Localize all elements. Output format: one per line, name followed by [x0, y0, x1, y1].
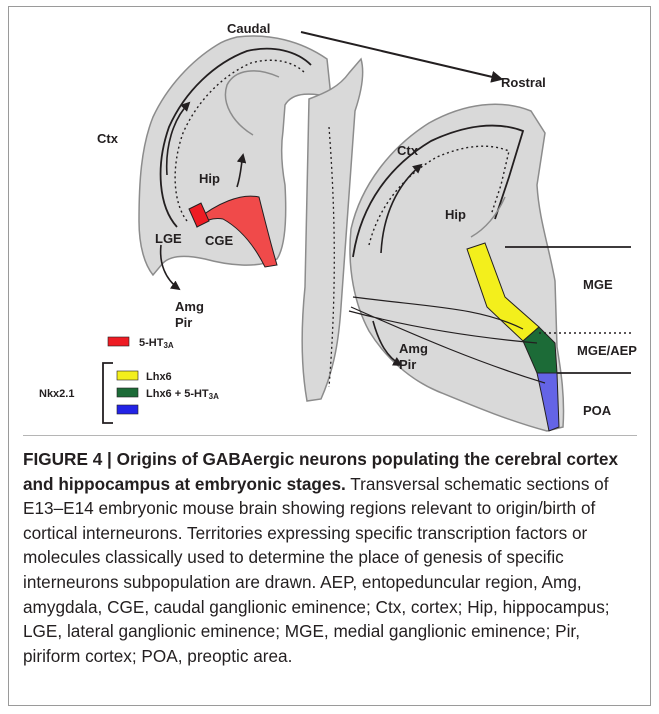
caption-body: Transversal schematic sections of E13–E1…	[23, 474, 610, 666]
legend-swatch-lhx6	[117, 371, 138, 380]
legend-swatch-5ht3a	[108, 337, 129, 346]
legend-label-lhx6-5ht3a-main: Lhx6 + 5-HT	[146, 388, 209, 400]
rostral-label: Rostral	[501, 75, 546, 90]
label-cge: CGE	[205, 233, 234, 248]
legend-swatch-blue	[117, 405, 138, 414]
caudal-rostral-arrow	[301, 32, 501, 79]
rostral-section	[349, 104, 631, 431]
label-hip-caudal: Hip	[199, 171, 220, 186]
label-ctx-caudal: Ctx	[97, 131, 119, 146]
legend-label-5ht3a-sub: 3A	[163, 341, 173, 350]
label-poa: POA	[583, 403, 612, 418]
label-mge-aep: MGE/AEP	[577, 343, 637, 358]
caption-separator	[23, 435, 637, 436]
figure-panel: Caudal Rostral	[8, 6, 651, 706]
nkx21-bracket	[103, 363, 113, 423]
label-mge: MGE	[583, 277, 613, 292]
label-pir-rostral: Pir	[399, 357, 416, 372]
label-lge: LGE	[155, 231, 182, 246]
label-hip-rostral: Hip	[445, 207, 466, 222]
caudal-label: Caudal	[227, 21, 270, 36]
label-pir-caudal: Pir	[175, 315, 192, 330]
legend-label-lhx6-5ht3a-sub: 3A	[209, 392, 219, 401]
label-amg-rostral: Amg	[399, 341, 428, 356]
label-ctx-rostral: Ctx	[397, 143, 419, 158]
legend-swatch-lhx6-5ht3a	[117, 388, 138, 397]
caudal-section	[139, 36, 331, 289]
figure-caption: FIGURE 4 | Origins of GABAergic neurons …	[23, 447, 639, 668]
legend-label-lhx6-5ht3a: Lhx6 + 5-HT3A	[146, 388, 219, 401]
label-amg-caudal: Amg	[175, 299, 204, 314]
legend-label-5ht3a: 5-HT3A	[139, 337, 174, 350]
brain-sections-diagram: Caudal Rostral	[9, 7, 652, 432]
rostral-section-tissue	[350, 104, 564, 431]
legend-label-5ht3a-main: 5-HT	[139, 337, 164, 349]
legend: 5-HT3A Nkx2.1 Lhx6 Lhx6 + 5-HT3A	[39, 337, 219, 423]
legend-label-lhx6: Lhx6	[146, 371, 172, 383]
legend-group-nkx21: Nkx2.1	[39, 388, 74, 400]
